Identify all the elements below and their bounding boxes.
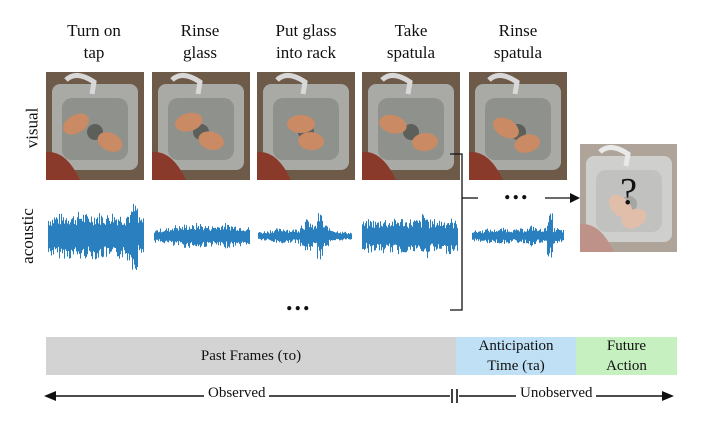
past-frames-bar: Past Frames (τo) [46,337,456,375]
audio-waveform-2 [154,223,250,249]
video-frame-1 [46,72,144,180]
row-label-acoustic: acoustic [17,208,37,264]
audio-waveform-1 [48,203,144,270]
unobserved-label: Unobserved [516,385,597,402]
action-label-5: Rinse spatula [493,21,543,62]
action-label-4: Take spatula [386,21,436,62]
future-action-bar: Future Action [576,337,677,375]
row-label-visual: visual [22,107,42,149]
action-label-2: Rinse glass [180,21,220,62]
video-frame-2 [152,72,250,180]
ellipsis-sequence: ... [504,176,530,205]
ellipsis-observed: ... [286,287,312,316]
question-mark: ? [620,171,637,213]
bracket-connector [450,153,580,311]
audio-waveform-4 [362,214,458,259]
observed-label: Observed [204,385,270,402]
anticipation-time-bar: Anticipation Time (τa) [456,337,576,375]
video-frame-5 [469,72,567,180]
action-label-3: Put glass into rack [275,21,337,62]
video-frame-3 [257,72,355,180]
future-frame: ? [580,144,677,252]
audio-waveform-3 [258,213,352,260]
action-label-1: Turn on tap [67,21,121,62]
audio-waveform-5 [472,213,564,258]
video-frame-4 [362,72,460,180]
